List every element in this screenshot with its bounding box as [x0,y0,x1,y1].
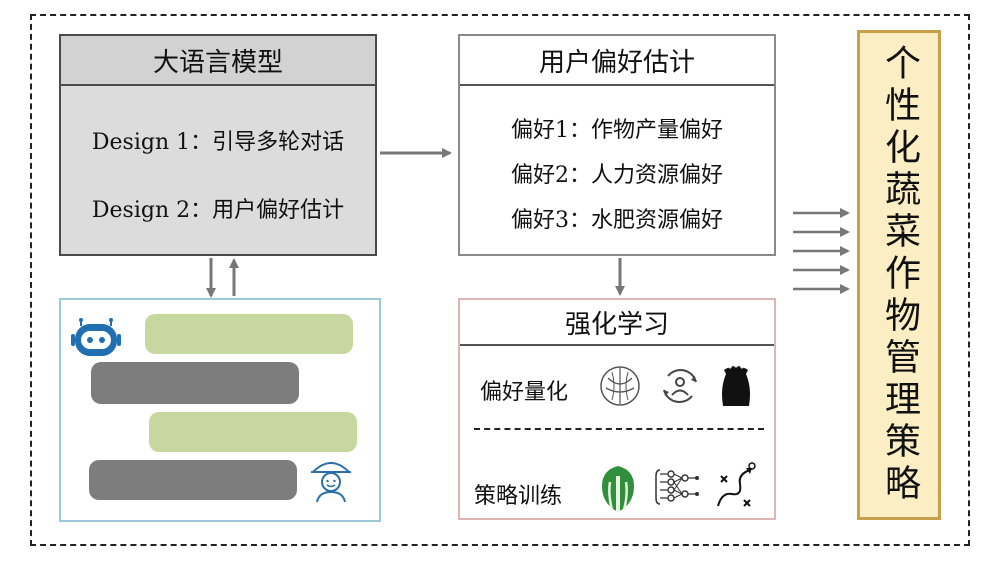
rl-title: 强化学习 [460,300,774,346]
dialogue-box [59,298,381,522]
design-1-text: Design 1：引导多轮对话 [91,130,345,155]
user-message-bubble-1 [91,362,299,404]
strategy-path-icon [717,462,756,507]
llm-title: 大语言模型 [61,36,375,86]
preference-item-2: 偏好2：人力资源偏好 [511,163,723,188]
preference-item-1: 偏好1：作物产量偏好 [511,118,723,143]
reinforcement-learning-box: 强化学习 偏好量化 策略训练 [458,298,776,520]
preference-quantify-label: 偏好量化 [480,380,569,405]
cabbage-icon [600,366,640,406]
strategy-label: 个性化蔬菜作物管理策略 [879,44,920,506]
personalized-strategy-box: 个性化蔬菜作物管理策略 [857,30,941,520]
farmer-icon [310,462,352,503]
bok-choy-icon [602,466,634,512]
fertilizer-bag-icon [722,364,750,406]
design-2-text: Design 2：用户偏好估计 [91,198,345,223]
user-message-bubble-2 [89,460,297,500]
dashed-divider [474,428,764,430]
policy-training-label: 策略训练 [474,484,563,509]
bot-message-bubble-1 [145,314,353,354]
person-cycle-icon [663,369,697,403]
bot-message-bubble-2 [149,412,357,452]
preference-item-3: 偏好3：水肥资源偏好 [511,208,723,233]
preference-box: 用户偏好估计 偏好1：作物产量偏好 偏好2：人力资源偏好 偏好3：水肥资源偏好 [458,34,776,256]
robot-icon [71,318,121,356]
outer-dashed-frame [30,14,970,546]
preference-title: 用户偏好估计 [460,36,774,86]
llm-box: 大语言模型 Design 1：引导多轮对话 Design 2：用户偏好估计 [59,34,377,256]
network-icon [655,469,699,505]
